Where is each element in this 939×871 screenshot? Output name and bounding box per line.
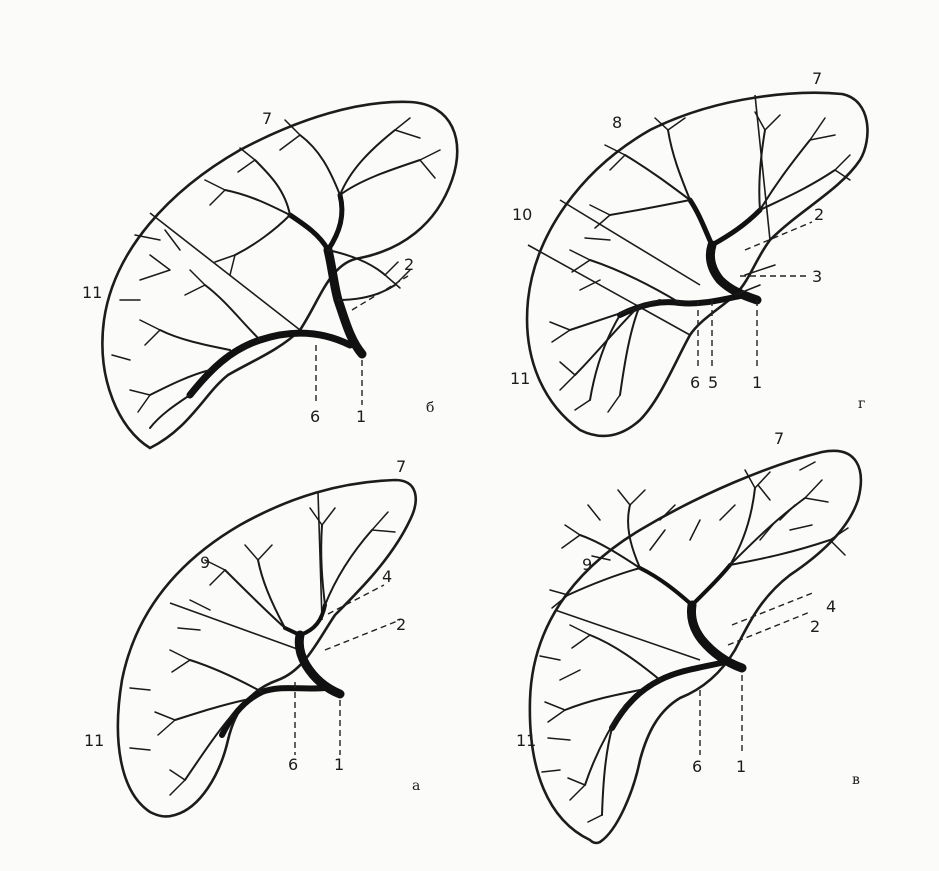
segment-label-8: 8 — [612, 113, 622, 132]
leader-label-2: 2 — [396, 615, 406, 634]
leader-label-2: 2 — [404, 255, 414, 274]
segment-label-7: 7 — [262, 109, 272, 128]
panel-caption: в — [852, 772, 860, 788]
leader-label-6: 6 — [690, 373, 700, 392]
segment-label-11: 11 — [84, 731, 104, 750]
leader-label-6: 6 — [310, 407, 320, 426]
panel-caption: б — [426, 400, 434, 416]
leader-label-4: 4 — [382, 567, 392, 586]
segment-label-11: 11 — [82, 283, 102, 302]
panel-caption: а — [412, 778, 420, 794]
segment-label-9: 9 — [200, 553, 210, 572]
segment-label-11: 11 — [516, 731, 536, 750]
leader-label-1: 1 — [736, 757, 746, 776]
leader-label-1: 1 — [334, 755, 344, 774]
leader-label-4: 4 — [826, 597, 836, 616]
segment-label-7: 7 — [396, 457, 406, 476]
leader-label-6: 6 — [288, 755, 298, 774]
segment-label-9: 9 — [582, 555, 592, 574]
leader-label-1: 1 — [356, 407, 366, 426]
segment-label-10: 10 — [512, 205, 532, 224]
segment-label-7: 7 — [774, 429, 784, 448]
leader-label-2: 2 — [810, 617, 820, 636]
segment-label-7: 7 — [812, 69, 822, 88]
leader-label-3: 3 — [812, 267, 822, 286]
leader-label-5: 5 — [708, 373, 718, 392]
panel-caption: г — [858, 396, 865, 412]
leader-label-2: 2 — [814, 205, 824, 224]
leader-label-6: 6 — [692, 757, 702, 776]
leader-label-1: 1 — [752, 373, 762, 392]
segment-label-11: 11 — [510, 369, 530, 388]
